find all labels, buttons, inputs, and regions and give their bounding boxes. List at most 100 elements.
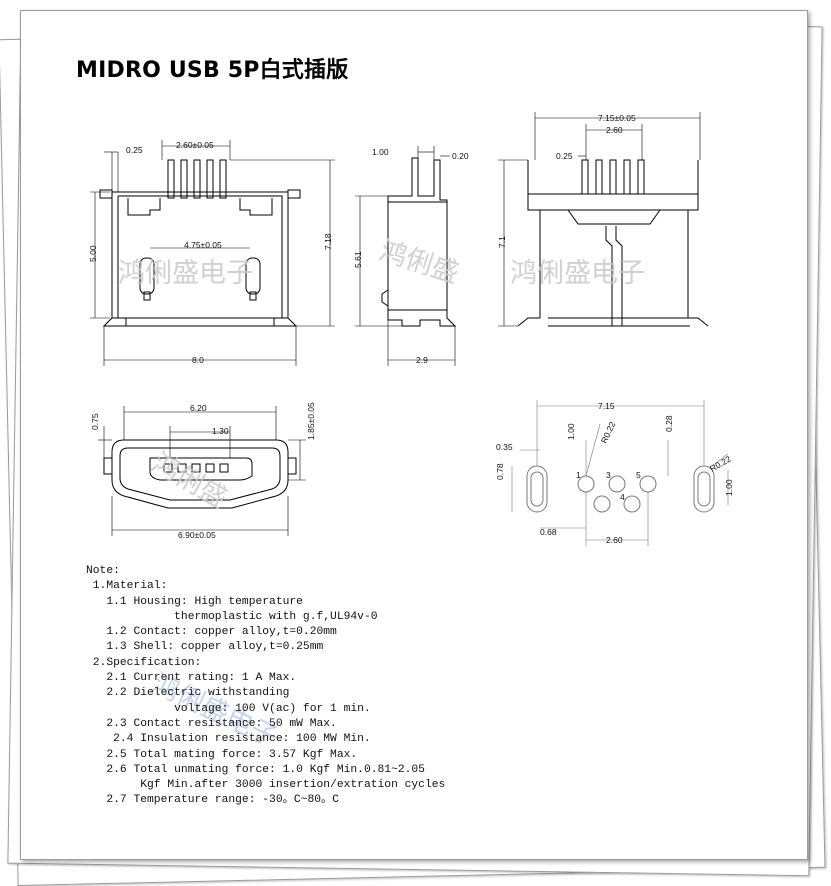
pin xyxy=(595,159,603,195)
contact xyxy=(163,463,173,473)
dim-label: 5.61 xyxy=(353,251,363,268)
note-line: 2.1 Current rating: 1 A Max. xyxy=(86,672,297,685)
dim-label: 0.75 xyxy=(90,413,100,430)
dim-label: 7.15±0.05 xyxy=(598,113,636,123)
note-line: voltage: 100 V(ac) for 1 min. xyxy=(86,702,371,715)
paper-sheet xyxy=(20,10,808,860)
mount-slot xyxy=(526,465,548,513)
pin xyxy=(637,159,645,195)
face-view: 0.75 6.20 1.30 1.85±0.05 6.90±0.05 xyxy=(90,402,316,540)
front-body-outline xyxy=(111,191,289,319)
contact xyxy=(191,463,201,473)
front-dimensions xyxy=(90,140,335,366)
front-flange xyxy=(102,317,127,327)
pin xyxy=(180,159,188,199)
dim-label: 5.00 xyxy=(88,245,98,262)
front-latch xyxy=(127,198,161,216)
dim-label: 0.20 xyxy=(452,151,469,161)
rear-top xyxy=(527,160,699,211)
dim-label: 0.78 xyxy=(495,463,505,480)
dim-label: 0.68 xyxy=(540,527,557,537)
dim-label: 2.60 xyxy=(606,535,623,545)
watermark: 鸿俐盛 xyxy=(376,235,463,290)
watermark: 鸿俐盛 xyxy=(147,447,233,514)
note-line: 2.6 Total unmating force: 1.0 Kgf Min.0.… xyxy=(86,763,425,776)
front-view: 2.60±0.05 0.25 4.75±0.05 5.00 7.18 8.0 xyxy=(88,140,335,366)
note-line: 1.3 Shell: copper alloy,t=0.25mm xyxy=(86,641,324,654)
pin-number: 3 xyxy=(606,470,611,480)
pcb-dimensions xyxy=(511,400,729,546)
dim-label: 2.60 xyxy=(606,125,623,135)
contact xyxy=(219,463,229,473)
drawing-title: MIDRO USB 5P白式插版 xyxy=(76,58,349,83)
front-window-foot xyxy=(143,291,151,301)
dim-label: 0.25 xyxy=(126,145,143,155)
note-line: 2.5 Total mating force: 3.57 Kgf Max. xyxy=(86,748,358,761)
watermark: 鸿俐盛电子 xyxy=(510,258,645,289)
note-line: Kgf Min.after 3000 insertion/extration c… xyxy=(86,779,446,792)
dim-label: 0.28 xyxy=(664,415,674,432)
side-view: 1.00 0.20 5.61 2.9 xyxy=(353,146,469,366)
face-dimensions xyxy=(98,406,306,536)
dim-label: 6.20 xyxy=(190,403,207,413)
pin xyxy=(581,159,589,195)
dim-label: 1.00 xyxy=(372,147,389,157)
pin xyxy=(623,159,631,195)
pcb-footprint: 7.15 0.35 1.00 R0.22 0.28 R0.22 0.78 1.0… xyxy=(495,400,734,546)
note-line: 1.Material: xyxy=(86,580,168,593)
dim-label: 1.30 xyxy=(212,426,229,436)
dim-label: 1.00 xyxy=(566,423,576,440)
rear-view: 7.15±0.05 2.60 0.25 7.1 xyxy=(497,112,709,327)
note-line: 2.2 Dielectric withstanding xyxy=(86,687,290,700)
note-line: 2.3 Contact resistance: 50 mW Max. xyxy=(86,717,337,730)
watermark: 鸿俐盛电子 xyxy=(118,258,253,289)
side-outline xyxy=(387,157,457,327)
dim-label: 2.60±0.05 xyxy=(176,140,214,150)
front-window xyxy=(139,257,155,295)
pin xyxy=(167,159,175,199)
contact xyxy=(177,463,187,473)
dim-label: 4.75±0.05 xyxy=(184,240,222,250)
front-flange xyxy=(273,317,298,327)
dim-label: 0.35 xyxy=(496,442,513,452)
contact xyxy=(205,463,215,473)
pad xyxy=(593,495,611,513)
face-tab xyxy=(103,457,113,475)
note-line: 1.2 Contact: copper alloy,t=0.20mm xyxy=(86,626,337,639)
note-line: 2.7 Temperature range: -30。C~80。C xyxy=(86,794,340,807)
dim-label: 1.00 xyxy=(724,479,734,496)
pin-number: 1 xyxy=(576,470,581,480)
dim-label: 6.90±0.05 xyxy=(178,530,216,540)
front-shell-inner xyxy=(117,195,283,318)
rear-center-seam xyxy=(605,226,623,326)
dim-label: R0.22 xyxy=(599,420,618,445)
rear-side xyxy=(539,210,689,318)
front-foot xyxy=(287,189,301,199)
front-window xyxy=(245,257,261,295)
front-latch xyxy=(239,198,273,216)
pad xyxy=(623,495,641,513)
dim-label: 1.85±0.05 xyxy=(306,402,316,440)
pin-number: 4 xyxy=(620,492,625,502)
face-shell-inner xyxy=(119,447,281,501)
note-line: 2.4 Insulation resistance: 100 MW Min. xyxy=(86,733,371,746)
dim-label: R0.22 xyxy=(708,454,733,474)
front-window-foot xyxy=(249,291,257,301)
dim-label: 8.0 xyxy=(192,355,204,365)
front-foot xyxy=(99,189,113,199)
side-latch xyxy=(381,289,389,307)
pin xyxy=(193,159,201,199)
pad xyxy=(639,475,657,493)
pin xyxy=(219,159,227,199)
note-line: 2.Specification: xyxy=(86,656,202,669)
mount-slot-inner xyxy=(530,471,544,507)
dim-label: 7.15 xyxy=(598,401,615,411)
note-line: 1.1 Housing: High temperature xyxy=(86,595,303,608)
side-dimensions xyxy=(355,146,456,366)
mount-slot xyxy=(693,465,715,513)
dim-label: 0.25 xyxy=(556,151,573,161)
spec-notes: Note: 1.Material: 1.1 Housing: High temp… xyxy=(86,564,445,809)
face-tongue xyxy=(149,457,253,481)
pin-number: 5 xyxy=(636,470,641,480)
